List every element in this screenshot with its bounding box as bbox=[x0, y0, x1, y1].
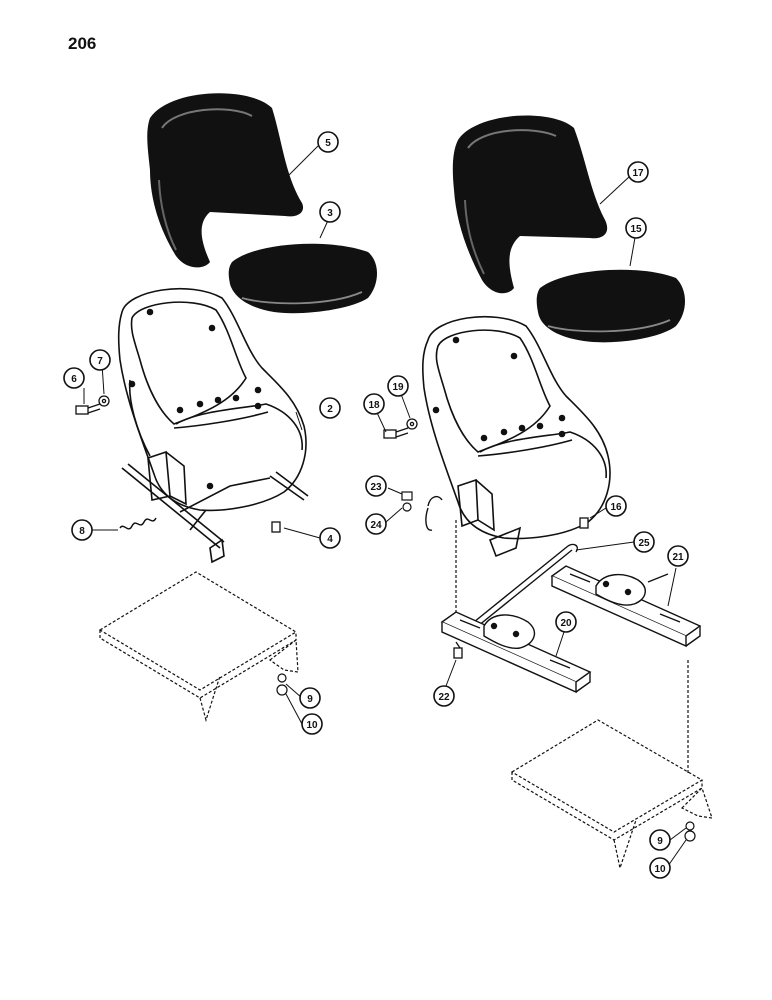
bolt-part-6 bbox=[75, 395, 110, 415]
svg-text:10: 10 bbox=[306, 720, 318, 731]
svg-text:22: 22 bbox=[438, 692, 450, 703]
callout-6: 6 bbox=[63, 367, 85, 389]
callout-10-left: 10 bbox=[301, 713, 323, 735]
seat-cushion-left bbox=[228, 243, 377, 314]
svg-text:16: 16 bbox=[610, 502, 622, 513]
svg-text:24: 24 bbox=[370, 520, 382, 531]
svg-text:4: 4 bbox=[327, 534, 333, 545]
bolt-part-18 bbox=[383, 418, 418, 439]
callout-19: 19 bbox=[387, 375, 409, 397]
mounting-plate-left bbox=[98, 571, 299, 723]
svg-text:10: 10 bbox=[654, 864, 666, 875]
svg-text:8: 8 bbox=[79, 526, 85, 537]
svg-text:18: 18 bbox=[368, 400, 380, 411]
backrest-cushion-left bbox=[147, 93, 304, 268]
callout-2: 2 bbox=[319, 397, 341, 419]
page-number: 206 bbox=[68, 34, 97, 53]
svg-text:23: 23 bbox=[370, 482, 382, 493]
svg-text:25: 25 bbox=[638, 538, 650, 549]
seat-slide-rail-20 bbox=[440, 611, 592, 694]
seat-slide-rail-21 bbox=[550, 565, 702, 648]
link-rod-part-25 bbox=[425, 495, 578, 627]
svg-text:3: 3 bbox=[327, 208, 333, 219]
svg-text:5: 5 bbox=[325, 138, 331, 149]
callout-8: 8 bbox=[71, 519, 93, 541]
nut-part-4 bbox=[271, 521, 281, 533]
callout-leaders bbox=[83, 145, 687, 867]
nut-washer-23-24 bbox=[401, 491, 413, 512]
callout-9-left: 9 bbox=[299, 687, 321, 709]
backrest-cushion-right bbox=[452, 115, 608, 294]
callout-7: 7 bbox=[89, 349, 111, 371]
svg-text:20: 20 bbox=[560, 618, 572, 629]
svg-text:7: 7 bbox=[97, 356, 103, 367]
svg-text:9: 9 bbox=[657, 836, 663, 847]
callout-5: 5 bbox=[317, 131, 339, 153]
callout-20: 20 bbox=[555, 611, 577, 633]
svg-text:6: 6 bbox=[71, 374, 77, 385]
callout-15: 15 bbox=[625, 217, 647, 239]
callout-17: 17 bbox=[627, 161, 649, 183]
callout-9-right: 9 bbox=[649, 829, 671, 851]
svg-text:19: 19 bbox=[392, 382, 404, 393]
callout-24: 24 bbox=[365, 513, 387, 535]
callout-3: 3 bbox=[319, 201, 341, 223]
svg-text:15: 15 bbox=[630, 224, 642, 235]
callout-25: 25 bbox=[633, 531, 655, 553]
svg-text:21: 21 bbox=[672, 552, 684, 563]
callout-4: 4 bbox=[319, 527, 341, 549]
svg-text:2: 2 bbox=[327, 404, 333, 415]
nut-part-16 bbox=[579, 517, 589, 529]
callout-16: 16 bbox=[605, 495, 627, 517]
washer-nut-left bbox=[276, 673, 288, 696]
seat-pan-right bbox=[422, 315, 611, 558]
callout-23: 23 bbox=[365, 475, 387, 497]
mounting-plate-right bbox=[455, 520, 713, 871]
washer-nut-right bbox=[684, 821, 696, 842]
callout-10-right: 10 bbox=[649, 857, 671, 879]
callout-21: 21 bbox=[667, 545, 689, 567]
svg-text:17: 17 bbox=[632, 168, 644, 179]
callout-18: 18 bbox=[363, 393, 385, 415]
seat-pan-left bbox=[117, 287, 309, 564]
spring-part-8 bbox=[119, 517, 157, 530]
seat-cushion-right bbox=[536, 269, 685, 343]
bolt-part-22 bbox=[453, 641, 463, 659]
svg-text:9: 9 bbox=[307, 694, 313, 705]
callout-22: 22 bbox=[433, 685, 455, 707]
